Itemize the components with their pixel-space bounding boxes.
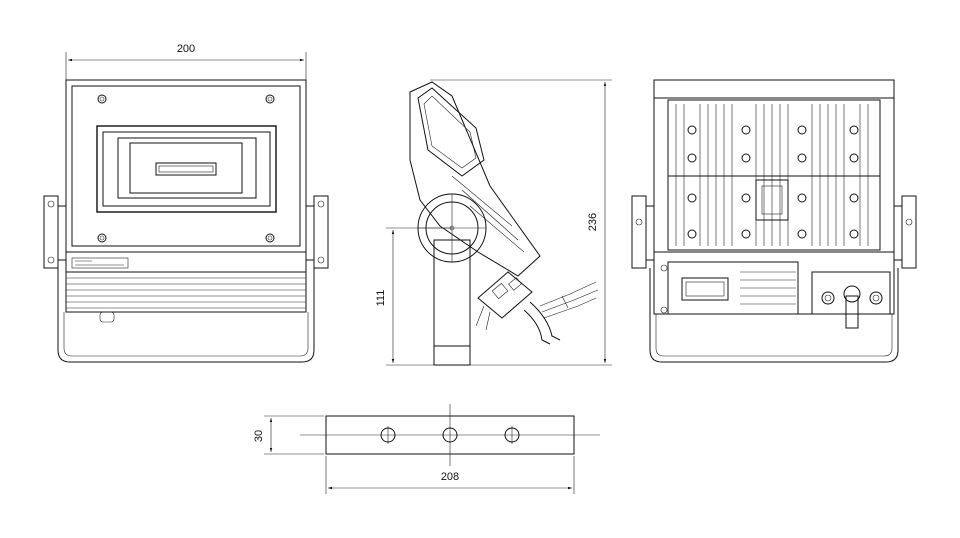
pivot-height-label: 111	[375, 290, 387, 307]
label-plate	[71, 257, 129, 269]
rear-view	[631, 79, 917, 363]
height-label: 236	[587, 213, 599, 231]
bracket-height-label: 30	[253, 430, 265, 442]
side-view: 236 111	[375, 79, 612, 366]
bracket-plan-view: 30 208	[253, 404, 600, 494]
bolt-icon	[687, 125, 859, 239]
mounting-hole-icon	[380, 427, 520, 443]
front-view: 200	[43, 43, 329, 363]
driver-fins	[740, 271, 796, 305]
heatsink-fins	[668, 104, 880, 246]
screw-icon	[97, 94, 275, 243]
front-width-label: 200	[177, 43, 195, 55]
bracket-width-label: 208	[441, 471, 459, 483]
